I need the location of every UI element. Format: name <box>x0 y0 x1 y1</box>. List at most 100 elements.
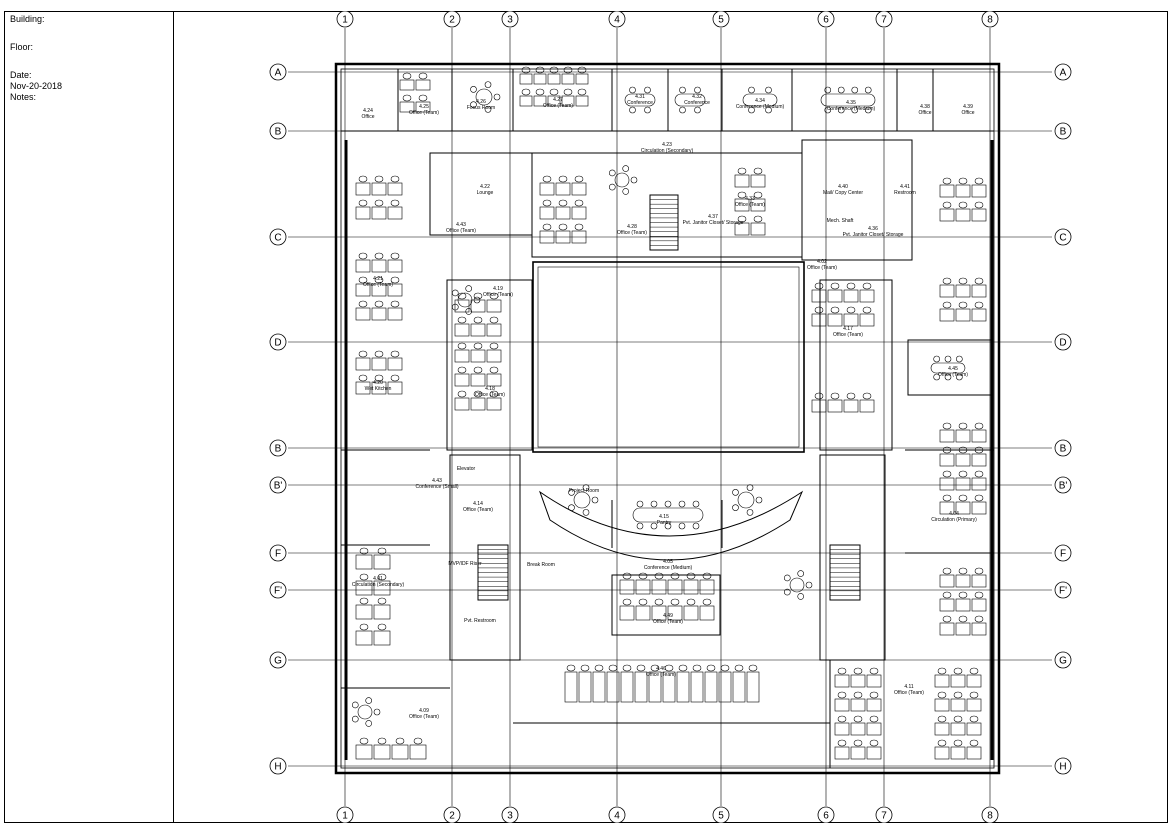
room-name-4.09: Office (Team) <box>409 714 439 720</box>
conf-table-4-34-seat-bottom-1 <box>837 106 845 114</box>
desks-4-17-chair-1-0 <box>457 366 467 374</box>
desks-4-45-a-chair-0-1 <box>830 282 840 290</box>
round-table-4-26-top <box>475 88 493 106</box>
desks-4-21-b-chair-0-1 <box>374 252 384 260</box>
desks-4-27-desk-1-1 <box>533 95 547 107</box>
room-name-4.34: Conference (Medium) <box>736 104 785 110</box>
col-bubble-bottom-8-text: 8 <box>987 811 993 822</box>
desks-4-25-desk-1-1 <box>415 101 431 113</box>
row-bubble-left-3-circle <box>269 228 287 246</box>
label-pvt-restroom: Pvt. Restroom <box>464 618 496 624</box>
col-bubble-top-7-text: 7 <box>881 15 887 26</box>
round-table-sw-conf-top <box>573 491 591 509</box>
desks-4-21-b-desk-2-1 <box>371 307 387 321</box>
room-name-4.33: Office (Team) <box>735 202 765 208</box>
desks-4-28-desk-2-2 <box>571 230 587 244</box>
desks-4-27-chair-0-4 <box>577 66 587 74</box>
desks-4-11-chair-0-2 <box>395 737 405 745</box>
room-number-4.39: 4.39 <box>963 104 973 110</box>
desks-4-49-a-desk-3-2 <box>866 746 882 760</box>
row-bubble-left-7-circle <box>269 544 287 562</box>
desks-4-45-a-chair-0-0 <box>814 282 824 290</box>
col-bubble-top-6-circle <box>817 11 835 28</box>
desks-4-33-chair-2-1 <box>753 215 763 223</box>
desks-4-27-desk-0-2 <box>547 73 561 85</box>
desks-4-45-b <box>811 392 875 413</box>
row-bubble-right-10-text: H <box>1059 762 1066 773</box>
conf-table-4-31-seat-bottom-0 <box>629 106 636 114</box>
desks-4-49-b-chair-2-2 <box>969 715 979 723</box>
desks-4-27-chair-1-4 <box>577 88 587 96</box>
desks-4-02-desk-0-2 <box>651 579 667 595</box>
round-table-se-conf-seat-2 <box>732 504 739 511</box>
room-name-4.32: Conference <box>684 100 710 106</box>
col-bubble-bottom-2-circle <box>443 806 461 823</box>
round-table-4-11 <box>351 697 381 727</box>
desks-4-43-b-desk-0-0 <box>939 284 955 298</box>
room-number-4.15: 4.15 <box>659 514 669 520</box>
desks-4-17-desk-0-2 <box>486 349 502 363</box>
desks-4-25-chair-0-1 <box>418 72 428 80</box>
room-number-4.49: 4.49 <box>663 613 673 619</box>
round-table-4-26-seat-1 <box>484 106 492 113</box>
desks-4-46-a-desk-0-0 <box>939 429 955 443</box>
col-bubble-bottom-2-text: 2 <box>449 811 455 822</box>
desks-4-17-chair-0-2 <box>489 342 499 350</box>
row-bubble-right-1-text: A <box>1060 68 1067 79</box>
desks-4-11-desk-0-3 <box>409 744 427 760</box>
desks-4-11-chair-0-1 <box>377 737 387 745</box>
desks-4-18 <box>454 292 502 337</box>
conf-table-4-05-seat-bottom-2 <box>664 522 672 530</box>
room-number-4.04: 4.04 <box>949 511 959 517</box>
desks-4-09-desk-0-0 <box>564 671 578 703</box>
col-bubble-bottom-7-circle <box>875 806 893 823</box>
row-bubble-right-7-text: F <box>1060 549 1066 560</box>
desks-4-43-b <box>939 277 987 322</box>
desks-4-21-b-chair-2-0 <box>358 300 368 308</box>
col-bubble-top-1-text: 1 <box>342 15 348 26</box>
round-table-4-02-east-top <box>789 577 805 593</box>
desks-4-21-b-chair-2-2 <box>390 300 400 308</box>
conf-table-4-34-seat-top-3 <box>864 86 872 94</box>
desks-4-43-chair-1-0 <box>942 201 952 209</box>
desks-4-27-chair-0-3 <box>563 66 573 74</box>
desks-4-27-chair-0-2 <box>549 66 559 74</box>
desks-4-21-b-chair-1-1 <box>374 276 384 284</box>
room-name-4.01: Circulation (Secondary) <box>352 582 405 588</box>
desks-4-11-chair-0-0 <box>359 737 369 745</box>
desks-4-02-desk-0-5 <box>699 579 715 595</box>
desks-4-19-desk-1-0 <box>355 381 371 395</box>
desks-4-21-a-chair-1-1 <box>374 199 384 207</box>
desks-4-43-b-desk-1-2 <box>971 308 987 322</box>
desks-4-19-desk-1-2 <box>387 381 403 395</box>
desks-4-46-c-chair-2-1 <box>958 615 968 623</box>
desks-4-19-chair-0-0 <box>358 350 368 358</box>
desks-4-27-desk-1-3 <box>561 95 575 107</box>
room-number-4.41: 4.41 <box>900 184 910 190</box>
desks-4-49-b-desk-3-1 <box>950 746 966 760</box>
conf-table-4-43-small-seat-top-2 <box>956 355 963 363</box>
col-bubble-top-4: 4 <box>608 11 626 28</box>
desks-4-45-a-desk-0-1 <box>827 289 843 303</box>
round-table-4-18-seat-3 <box>451 289 459 297</box>
desks-4-33-chair-1-1 <box>753 191 763 199</box>
desks-4-09-desk-0-9 <box>690 671 704 703</box>
desks-4-28 <box>539 175 587 244</box>
desks-4-43-b-chair-1-2 <box>974 301 984 309</box>
room-name-4.35: Conference (Medium) <box>827 106 876 112</box>
desks-4-46-c <box>939 567 987 636</box>
conf-table-4-34-table <box>820 93 876 107</box>
round-table-north-seat-3 <box>608 169 616 177</box>
row-bubble-left-9-circle <box>269 651 287 669</box>
desks-4-46-c-desk-1-1 <box>955 598 971 612</box>
round-table-sw-conf-seat-0 <box>591 496 599 504</box>
desks-4-45-a-chair-1-3 <box>862 306 872 314</box>
col-bubble-top-4-circle <box>608 11 626 28</box>
desks-4-49-a-chair-1-1 <box>853 691 863 699</box>
desks-4-17-chair-0-0 <box>457 342 467 350</box>
row-bubble-left-1-circle <box>269 63 287 81</box>
room-number-4.35: 4.35 <box>846 100 856 106</box>
desks-4-33-desk-1-0 <box>734 198 750 212</box>
col-bubble-bottom-8-circle <box>981 806 999 823</box>
room-number-4.37: 4.37 <box>708 214 718 220</box>
